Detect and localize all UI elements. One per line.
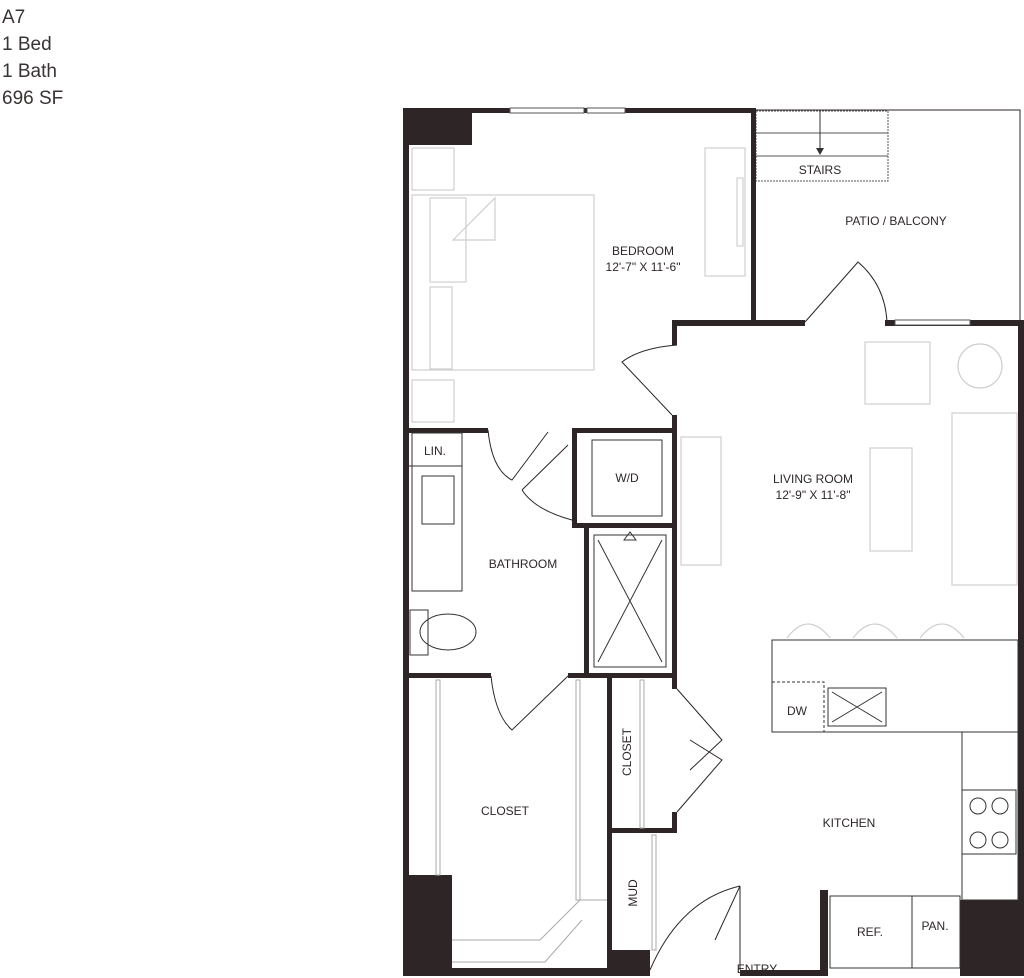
unit-beds: 1 Bed xyxy=(2,34,52,55)
patio-outline xyxy=(756,109,1021,322)
stairs-label: STAIRS xyxy=(799,163,841,177)
walls xyxy=(403,107,1024,976)
linen-label: LIN. xyxy=(424,444,446,458)
room-labels: BEDROOM 12'-7" X 11'-6" STAIRS PATIO / B… xyxy=(424,163,949,976)
pantry-label: PAN. xyxy=(921,919,948,933)
mud-label: MUD xyxy=(626,879,640,907)
bedroom-dims: 12'-7" X 11'-6" xyxy=(606,260,681,274)
dishwasher-label: DW xyxy=(787,704,808,718)
closet-small-label: CLOSET xyxy=(620,727,634,776)
kitchen-label: KITCHEN xyxy=(823,816,876,830)
unit-area: 696 SF xyxy=(2,88,64,109)
unit-name: A7 xyxy=(2,7,26,28)
doors xyxy=(487,261,888,971)
unit-baths: 1 Bath xyxy=(2,61,57,82)
living-room-dims: 12'-9" X 11'-8" xyxy=(776,488,851,502)
refrigerator-label: REF. xyxy=(857,925,883,939)
closet-label: CLOSET xyxy=(481,804,530,818)
entry-label: ENTRY xyxy=(737,962,777,976)
bathroom-label: BATHROOM xyxy=(489,557,557,571)
fixtures xyxy=(409,432,1019,969)
arrow-down-icon xyxy=(816,148,824,155)
patio-label: PATIO / BALCONY xyxy=(845,214,947,228)
bedroom-label: BEDROOM xyxy=(612,244,674,258)
unit-info: A7 1 Bed 1 Bath 696 SF xyxy=(2,4,63,112)
living-room-label: LIVING ROOM xyxy=(773,472,853,486)
furniture xyxy=(411,147,1018,639)
washer-dryer-label: W/D xyxy=(615,471,639,485)
